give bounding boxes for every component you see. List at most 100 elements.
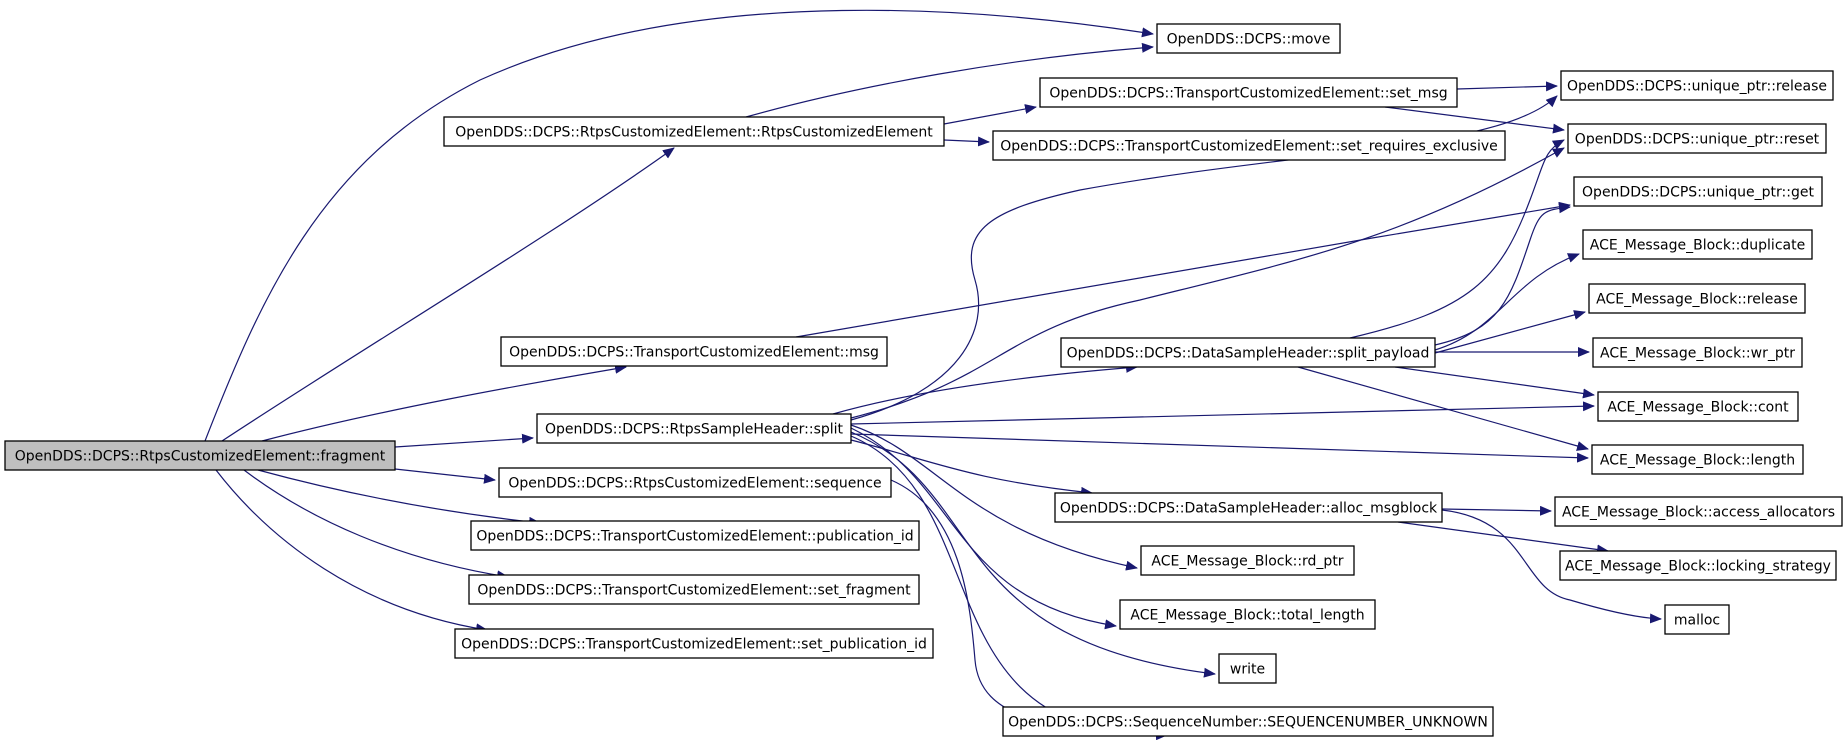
node-amb-access-alloc[interactable]: ACE_Message_Block::access_allocators [1554,496,1843,527]
edge-rsh_split-to-dsh_split_payload [832,362,1138,415]
node-label: OpenDDS::DCPS::RtpsSampleHeader::split [545,422,844,438]
node-box [1560,70,1834,101]
edge-dsh_split_payload-to-up_get [1434,203,1571,346]
edge-ctor-to-move [745,42,1154,118]
edge-tce_msg-to-up_get [795,201,1571,338]
edge-fragment-to-move [204,9,1154,442]
node-label: ACE_Message_Block::length [1600,453,1795,469]
edge-ctor-to-tce_set_req_excl [943,136,990,147]
node-box [500,336,888,367]
node-amb-release[interactable]: ACE_Message_Block::release [1588,283,1806,314]
edge-fragment-to-ctor [221,147,675,442]
node-box [468,574,920,605]
node-amb-rd-ptr[interactable]: ACE_Message_Block::rd_ptr [1140,545,1355,576]
node-box [1567,123,1827,154]
node-box [1559,550,1837,581]
node-box [1039,77,1458,108]
node-box [4,440,396,471]
node-label: OpenDDS::DCPS::unique_ptr::release [1567,79,1827,95]
node-box [1119,599,1376,630]
node-label: OpenDDS::DCPS::TransportCustomizedElemen… [1049,86,1447,102]
node-tce-set-pubid[interactable]: OpenDDS::DCPS::TransportCustomizedElemen… [454,628,934,659]
node-box [443,116,945,147]
node-label: ACE_Message_Block::wr_ptr [1600,346,1795,362]
node-label: ACE_Message_Block::rd_ptr [1151,554,1343,570]
node-amb-total-length[interactable]: ACE_Message_Block::total_length [1119,599,1376,630]
node-label: OpenDDS::DCPS::unique_ptr::get [1582,185,1814,201]
nodes-layer: OpenDDS::DCPS::RtpsCustomizedElement::fr… [4,23,1843,737]
node-ctor[interactable]: OpenDDS::DCPS::RtpsCustomizedElement::Rt… [443,116,945,147]
node-amb-length[interactable]: ACE_Message_Block::length [1591,444,1804,475]
node-tce-set-req-excl[interactable]: OpenDDS::DCPS::TransportCustomizedElemen… [992,130,1506,161]
node-dsh-alloc[interactable]: OpenDDS::DCPS::DataSampleHeader::alloc_m… [1054,492,1443,523]
node-box [1218,653,1277,684]
edge-fragment-to-tce_pubid [257,469,541,527]
node-box [1591,444,1804,475]
node-label: OpenDDS::DCPS::TransportCustomizedElemen… [476,529,913,545]
node-label: ACE_Message_Block::locking_strategy [1565,559,1831,575]
node-label: OpenDDS::DCPS::unique_ptr::reset [1575,132,1820,148]
node-label: OpenDDS::DCPS::TransportCustomizedElemen… [1000,139,1497,155]
node-up-release[interactable]: OpenDDS::DCPS::unique_ptr::release [1560,70,1834,101]
node-label: ACE_Message_Block::total_length [1130,608,1364,624]
node-amb-wr-ptr[interactable]: ACE_Message_Block::wr_ptr [1592,337,1803,368]
node-label: ACE_Message_Block::release [1596,292,1798,308]
edge-fragment-to-tce_set_fragment [243,469,509,581]
node-label: ACE_Message_Block::cont [1607,400,1789,416]
node-rce-sequence[interactable]: OpenDDS::DCPS::RtpsCustomizedElement::se… [498,467,892,498]
node-amb-locking[interactable]: ACE_Message_Block::locking_strategy [1559,550,1837,581]
node-tce-msg[interactable]: OpenDDS::DCPS::TransportCustomizedElemen… [500,336,888,367]
node-label: ACE_Message_Block::access_allocators [1562,505,1835,521]
edge-tce_set_msg-to-up_release [1456,81,1558,92]
node-box [1588,283,1806,314]
edge-dsh_split_payload-to-amb_release [1434,310,1586,354]
node-up-get[interactable]: OpenDDS::DCPS::unique_ptr::get [1573,176,1823,207]
edge-tce_set_msg-to-up_reset [1384,106,1565,134]
node-box [1140,545,1355,576]
node-rsh-split[interactable]: OpenDDS::DCPS::RtpsSampleHeader::split [536,413,852,444]
edge-rsh_split-to-dsh_alloc [850,439,1093,497]
node-amb-duplicate[interactable]: ACE_Message_Block::duplicate [1582,229,1813,260]
node-up-reset[interactable]: OpenDDS::DCPS::unique_ptr::reset [1567,123,1827,154]
node-seq-unknown[interactable]: OpenDDS::DCPS::SequenceNumber::SEQUENCEN… [1002,706,1494,737]
node-tce-set-msg[interactable]: OpenDDS::DCPS::TransportCustomizedElemen… [1039,77,1458,108]
node-box [1582,229,1813,260]
node-label: OpenDDS::DCPS::SequenceNumber::SEQUENCEN… [1008,715,1488,731]
node-move[interactable]: OpenDDS::DCPS::move [1156,23,1341,54]
node-tce-pubid[interactable]: OpenDDS::DCPS::TransportCustomizedElemen… [470,520,920,551]
node-label: OpenDDS::DCPS::RtpsCustomizedElement::Rt… [455,125,933,141]
node-tce-set-fragment[interactable]: OpenDDS::DCPS::TransportCustomizedElemen… [468,574,920,605]
node-label: ACE_Message_Block::duplicate [1590,238,1805,254]
edge-rsh_split-to-amb_length [850,433,1589,463]
node-write[interactable]: write [1218,653,1277,684]
node-box [1664,604,1730,635]
edge-rsh_split-to-amb_rd_ptr [850,424,1138,571]
node-box [1054,492,1443,523]
node-box [1156,23,1341,54]
node-label: OpenDDS::DCPS::DataSampleHeader::split_p… [1067,346,1430,362]
edge-ctor-to-tce_set_msg [943,104,1037,125]
edge-rsh_split-to-up_reset [850,147,1565,419]
node-amb-cont[interactable]: ACE_Message_Block::cont [1597,391,1799,422]
node-box [454,628,934,659]
node-fragment[interactable]: OpenDDS::DCPS::RtpsCustomizedElement::fr… [4,440,396,471]
edge-dsh_split_payload-to-amb_duplicate [1434,253,1580,351]
node-malloc[interactable]: malloc [1664,604,1730,635]
node-box [1573,176,1823,207]
node-box [1060,337,1436,368]
node-label: malloc [1674,613,1720,629]
node-label: write [1230,662,1265,678]
node-box [1592,337,1803,368]
node-label: OpenDDS::DCPS::DataSampleHeader::alloc_m… [1060,501,1438,517]
node-dsh-split-payload[interactable]: OpenDDS::DCPS::DataSampleHeader::split_p… [1060,337,1436,368]
node-label: OpenDDS::DCPS::TransportCustomizedElemen… [477,583,911,599]
edge-dsh_split_payload-to-up_reset [1349,139,1565,339]
node-label: OpenDDS::DCPS::TransportCustomizedElemen… [509,345,879,361]
node-box [470,520,920,551]
edge-fragment-to-rce_sequence [394,468,496,484]
edge-fragment-to-tce_set_pubid [215,469,488,634]
edge-fragment-to-tce_msg [261,363,627,442]
node-box [992,130,1506,161]
edge-dsh_alloc-to-amb_access_alloc [1441,505,1552,516]
